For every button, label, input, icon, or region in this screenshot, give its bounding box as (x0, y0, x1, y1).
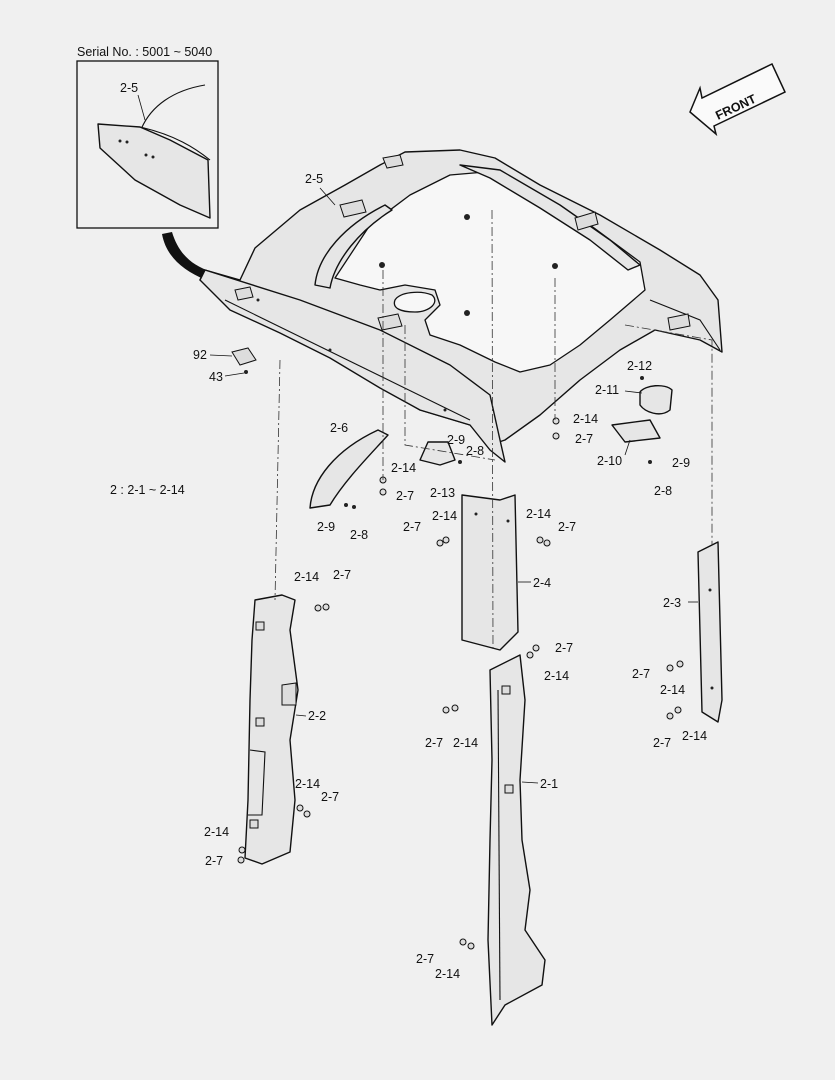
label-2-2: 2-2 (308, 709, 326, 723)
pillar-trim-2-2 (244, 594, 299, 865)
label-2-14-d: 2-14 (295, 777, 320, 791)
label-2-7-a: 2-7 (403, 520, 421, 534)
label-2-14-h: 2-14 (435, 967, 460, 981)
label-2-11: 2-11 (595, 383, 619, 397)
alignment-lines (274, 209, 713, 651)
label-2-5: 2-5 (305, 172, 323, 186)
serial-note: Serial No. : 5001 ~ 5040 (77, 45, 212, 59)
grab-handle-2-6 (309, 429, 389, 509)
label-2-13: 2-13 (430, 486, 455, 500)
label-2-14-c: 2-14 (294, 570, 319, 584)
label-2-10: 2-10 (597, 454, 622, 468)
label-2-8-center: 2-8 (466, 444, 484, 458)
label-2-8-right: 2-8 (654, 484, 672, 498)
label-2-14-right-top: 2-14 (573, 412, 598, 426)
label-92: 92 (193, 348, 207, 362)
center-lamp-2-13 (419, 441, 462, 466)
label-2-14-center: 2-14 (391, 461, 416, 475)
label-2-14-e: 2-14 (204, 825, 229, 839)
label-2-7-b: 2-7 (558, 520, 576, 534)
pillar-trim-2-3 (697, 541, 723, 723)
label-2-7-right-top: 2-7 (575, 432, 593, 446)
label-2-9-right: 2-9 (672, 456, 690, 470)
group-note: 2 : 2-1 ~ 2-14 (110, 483, 185, 497)
label-2-3: 2-3 (663, 596, 681, 610)
label-2-4: 2-4 (533, 576, 551, 590)
label-2-7-e: 2-7 (205, 854, 223, 868)
roof-headliner (199, 149, 723, 463)
label-2-7-c: 2-7 (333, 568, 351, 582)
label-2-14-b: 2-14 (526, 507, 551, 521)
label-2-12: 2-12 (627, 359, 652, 373)
front-direction-arrow: FRONT (689, 62, 786, 137)
bracket-92 (231, 347, 257, 374)
label-2-9-center: 2-9 (447, 433, 465, 447)
label-2-14-a: 2-14 (432, 509, 457, 523)
label-2-14-g: 2-14 (453, 736, 478, 750)
label-2-14-f: 2-14 (544, 669, 569, 683)
label-2-7-i: 2-7 (632, 667, 650, 681)
detail-pointer-arrow (162, 232, 212, 280)
label-2-7-j: 2-7 (653, 736, 671, 750)
label-2-7-g: 2-7 (425, 736, 443, 750)
label-2-14-j: 2-14 (682, 729, 707, 743)
label-2-7-center: 2-7 (396, 489, 414, 503)
label-2-14-i: 2-14 (660, 683, 685, 697)
label-2-8-left: 2-8 (350, 528, 368, 542)
label-2-5-detail: 2-5 (120, 81, 138, 95)
dome-lamp (611, 376, 673, 464)
label-2-7-f: 2-7 (555, 641, 573, 655)
pillar-trim-2-4 (461, 494, 519, 651)
pillar-trim-2-1 (487, 654, 546, 1026)
label-2-7-d: 2-7 (321, 790, 339, 804)
label-2-6: 2-6 (330, 421, 348, 435)
label-2-7-h: 2-7 (416, 952, 434, 966)
label-2-1: 2-1 (540, 777, 558, 791)
detail-inset-drawing (97, 84, 211, 219)
label-2-9-left: 2-9 (317, 520, 335, 534)
label-43: 43 (209, 370, 223, 384)
